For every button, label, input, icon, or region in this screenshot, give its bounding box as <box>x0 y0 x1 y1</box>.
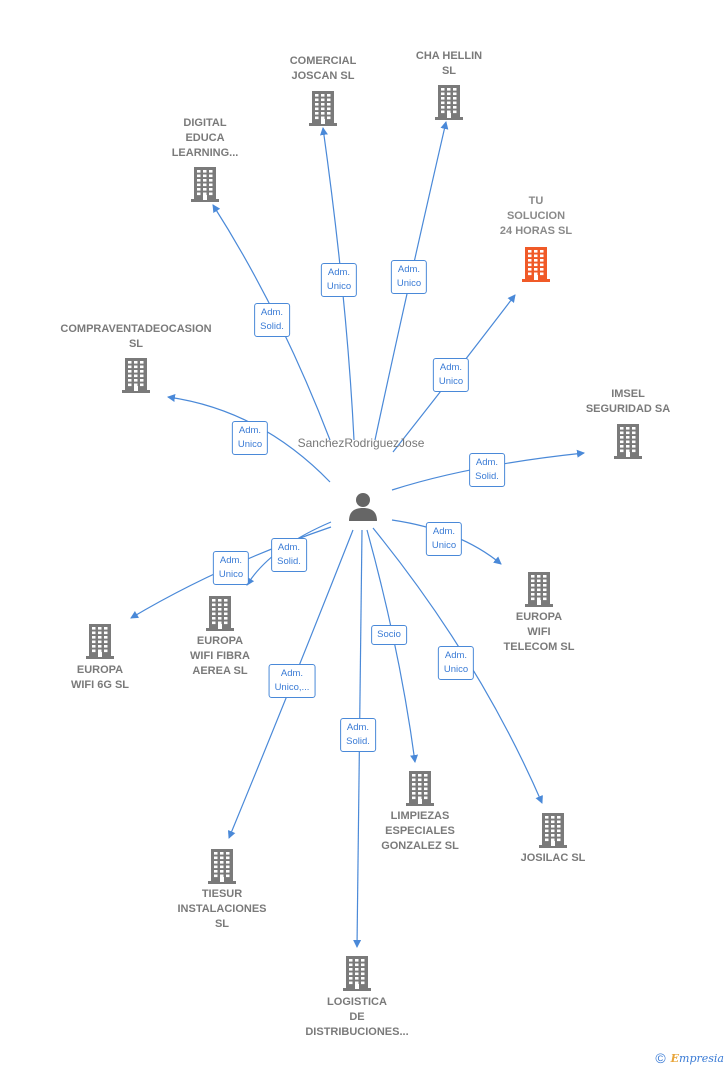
relation-label[interactable]: Adm.Solid. <box>254 303 290 337</box>
relation-label[interactable]: Adm.Unico <box>390 260 428 294</box>
relation-label[interactable]: Adm.Solid. <box>340 718 376 752</box>
relation-label[interactable]: Adm.Unico <box>231 421 269 455</box>
relation-label[interactable]: Adm.Solid. <box>469 453 505 487</box>
company-building-icon[interactable] <box>522 569 556 607</box>
relation-label[interactable]: Adm.Unico,... <box>268 664 316 698</box>
relation-label[interactable]: Adm.Unico <box>425 522 463 556</box>
relation-label[interactable]: Adm.Unico <box>437 646 475 680</box>
relation-label[interactable]: Adm.Unico <box>212 551 250 585</box>
company-building-icon[interactable] <box>306 88 340 126</box>
relation-label[interactable]: Adm.Unico <box>432 358 470 392</box>
company-building-icon[interactable] <box>83 621 117 659</box>
company-building-icon[interactable] <box>205 846 239 884</box>
relation-label[interactable]: Adm.Solid. <box>271 538 307 572</box>
company-building-icon[interactable] <box>432 82 466 120</box>
person-label[interactable]: SanchezRodriguezJose <box>297 436 425 450</box>
footer: © Empresia <box>655 1050 724 1066</box>
relation-edges <box>130 121 585 948</box>
relation-edge <box>366 529 419 763</box>
empresia-logo[interactable]: Empresia <box>670 1051 724 1065</box>
company-building-icon[interactable] <box>340 953 374 991</box>
company-building-icon[interactable] <box>611 421 645 459</box>
relation-label[interactable]: Adm.Unico <box>320 263 358 297</box>
copyright-icon: © <box>655 1050 666 1066</box>
company-building-icon[interactable] <box>188 164 222 202</box>
company-building-icon[interactable] <box>203 593 237 631</box>
company-building-icon[interactable] <box>536 810 570 848</box>
company-label[interactable]: JOSILAC SL <box>520 852 586 864</box>
relation-label[interactable]: Socio <box>371 625 407 645</box>
company-building-icon[interactable] <box>403 768 437 806</box>
person-icon[interactable] <box>347 491 379 523</box>
company-building-icon[interactable] <box>119 355 153 393</box>
company-building-icon[interactable] <box>519 244 553 282</box>
